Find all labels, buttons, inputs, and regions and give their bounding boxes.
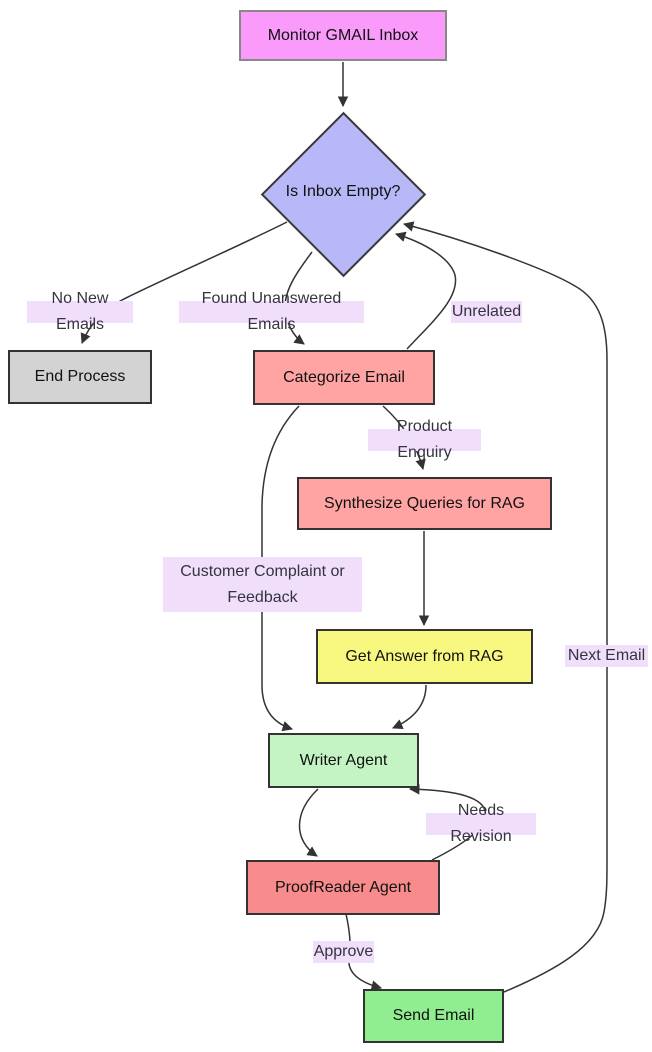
node-label: Writer Agent — [299, 751, 388, 769]
node-proofreader-agent: ProofReader Agent — [246, 860, 440, 915]
edge-categorize-to-writer — [261, 405, 300, 732]
edge-label-no-new-emails: No New Emails — [27, 290, 133, 333]
node-end-process: End Process — [8, 350, 152, 404]
node-label: Is Inbox Empty? — [285, 183, 401, 200]
edge-label-unrelated: Unrelated — [451, 301, 522, 323]
edge-label-found-unanswered-emails: Found Unanswered Emails — [179, 290, 364, 333]
edge-categorize-to-diamond-unrelated — [394, 231, 457, 350]
edge-label-approve: Approve — [313, 941, 374, 963]
edge-writer-to-proofreader — [298, 788, 319, 857]
node-send-email: Send Email — [363, 989, 504, 1043]
node-is-inbox-empty: Is Inbox Empty? — [260, 111, 426, 277]
node-label: ProofReader Agent — [274, 878, 412, 896]
node-monitor-gmail-inbox: Monitor GMAIL Inbox — [239, 10, 447, 61]
edge-label-next-email: Next Email — [565, 645, 648, 667]
node-label: Monitor GMAIL Inbox — [267, 26, 419, 44]
node-label: Categorize Email — [283, 368, 405, 386]
edge-label-customer-complaint: Customer Complaint or Feedback — [163, 557, 362, 612]
edge-getanswer-to-writer — [392, 684, 427, 729]
node-label: Send Email — [392, 1007, 475, 1024]
node-writer-agent: Writer Agent — [268, 733, 419, 788]
node-label: End Process — [34, 368, 126, 385]
edge-sendemail-to-diamond-nextemail — [402, 221, 608, 993]
edge-label-product-enquiry: Product Enquiry — [368, 418, 481, 461]
node-categorize-email: Categorize Email — [253, 350, 435, 405]
edge-label-needs-revision: Needs Revision — [426, 802, 536, 845]
node-label: Synthesize Queries for RAG — [324, 494, 525, 512]
edge-proofreader-to-writer-needsrevision — [408, 784, 487, 861]
node-synthesize-queries: Synthesize Queries for RAG — [297, 477, 552, 530]
node-label: Get Answer from RAG — [345, 647, 504, 665]
node-get-answer-rag: Get Answer from RAG — [316, 629, 533, 684]
